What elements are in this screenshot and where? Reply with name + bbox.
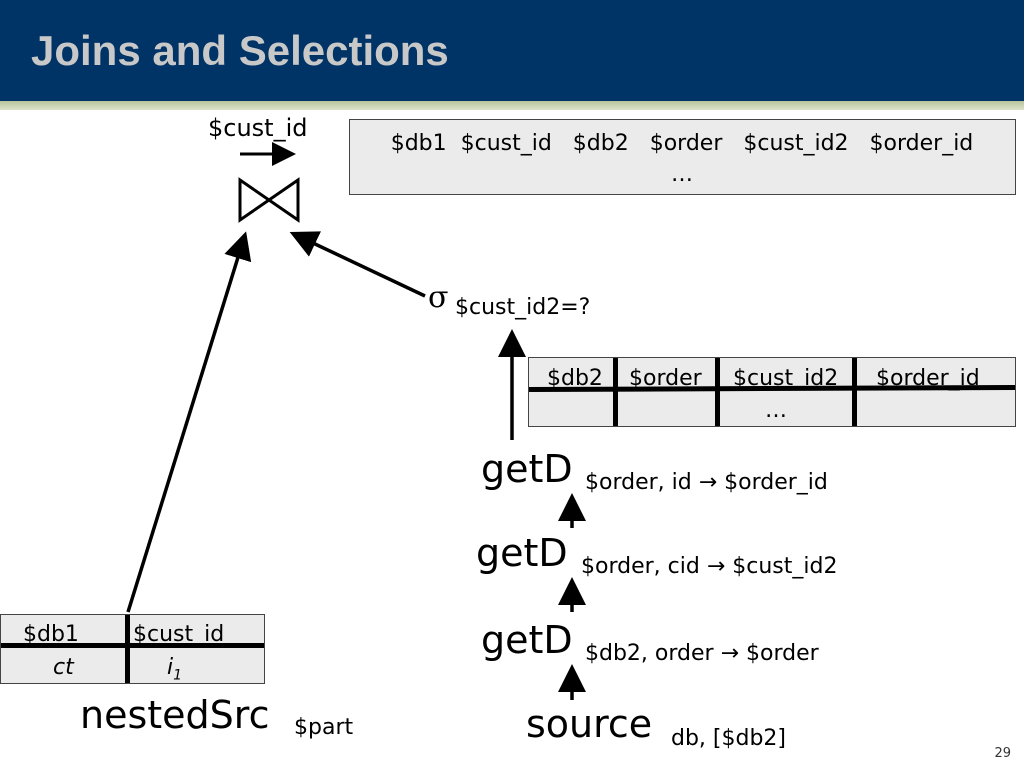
table-vline (715, 358, 720, 426)
nested-to-join-arrow (126, 231, 252, 613)
source-op-args: db, [$db2] (671, 726, 787, 751)
select-to-join-arrow (289, 231, 426, 298)
join-result-header: $db1 $cust_id $db2 $order $cust_id2 $ord… (390, 131, 974, 156)
nested-src-args: $part (294, 715, 354, 740)
join-attr-label: $cust_id (208, 114, 308, 142)
getd-result-table: $db2 $order $cust_id2 $order_id … (528, 357, 1016, 427)
slide-title: Joins and Selections (31, 27, 449, 74)
join-icon (238, 177, 300, 223)
getd-op-2-args: $order, cid → $cust_id2 (581, 554, 838, 579)
sigma-icon: σ (428, 280, 449, 315)
nested-src-op: nestedSrc (80, 693, 270, 737)
getd-op-3: getD (481, 618, 573, 662)
table-vline (613, 358, 618, 426)
selection-condition: $cust_id2=? (455, 295, 591, 320)
table-vline (125, 615, 130, 683)
getd-op-1-args: $order, id → $order_id (585, 470, 828, 495)
table-row-cell: … (765, 398, 787, 423)
table-row-cell: ct (53, 655, 74, 680)
table-header-cell: $order (629, 366, 702, 391)
table-header-cell: $order_id (876, 366, 980, 391)
table-row-cell: i1 (167, 655, 183, 684)
title-bar (0, 0, 1024, 101)
table-header-cell: $db1 (23, 622, 79, 647)
nested-src-table: $db1 $cust_id ct i1 (0, 614, 265, 684)
source-op: source (526, 702, 653, 746)
table-hline (1, 643, 264, 648)
join-result-table: $db1 $cust_id $db2 $order $cust_id2 $ord… (349, 119, 1016, 195)
getd-op-2: getD (476, 531, 568, 575)
join-result-row: … (671, 162, 693, 187)
getd-op-1: getD (481, 447, 573, 491)
title-bar-stripe (0, 101, 1024, 110)
page-number: 29 (994, 746, 1011, 761)
table-header-cell: $db2 (547, 366, 603, 391)
getd-op-3-args: $db2, order → $order (585, 641, 819, 666)
table-header-cell: $cust_id2 (733, 366, 839, 391)
table-vline (852, 358, 857, 426)
table-row-cell-subscript: 1 (173, 667, 183, 684)
table-header-cell: $cust_id (133, 622, 225, 647)
table-row-cell-main: i (167, 655, 174, 680)
